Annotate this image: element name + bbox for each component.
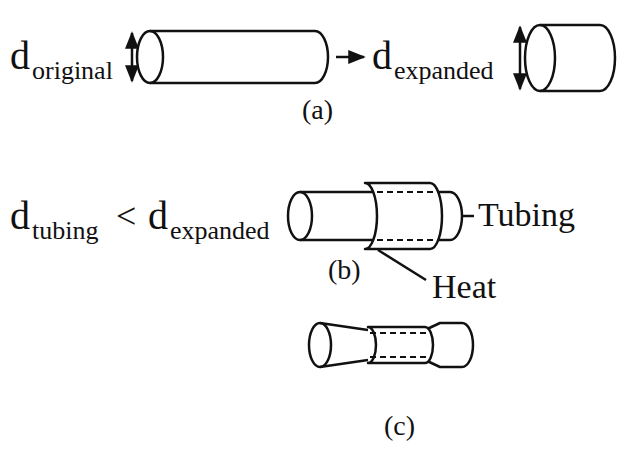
dimension-subscript: expanded <box>170 218 270 244</box>
relation-symbol: < <box>116 198 136 234</box>
cylinder-end <box>309 323 331 367</box>
dimension-symbol: d <box>10 36 30 76</box>
panel-label: (a) <box>302 96 333 124</box>
dimension-subscript: original <box>32 58 113 84</box>
hidden-line <box>367 191 438 193</box>
hidden-line <box>367 239 438 241</box>
cylinder-body <box>150 31 328 83</box>
dimension-subscript: tubing <box>32 218 98 244</box>
dimension-subscript: expanded <box>394 58 494 84</box>
cylinder-end <box>288 192 312 240</box>
dimension-symbol: d <box>372 36 392 76</box>
dimension-arrow <box>131 33 134 81</box>
transform-arrow <box>336 56 364 59</box>
cylinder-end <box>525 25 555 91</box>
hidden-line <box>370 356 430 358</box>
dimension-symbol: d <box>10 196 30 236</box>
leader-line <box>463 215 474 218</box>
shrunk-sleeve <box>368 327 433 363</box>
dimension-arrow <box>519 27 522 89</box>
cylinder-end <box>137 31 163 83</box>
part-label: Heat <box>432 270 496 304</box>
panel-label: (b) <box>328 256 361 284</box>
panel-label: (c) <box>384 412 415 440</box>
part-label: Tubing <box>478 198 575 232</box>
expanded-sleeve <box>365 183 442 249</box>
cylinder-body <box>540 25 615 91</box>
cylinder-body <box>320 323 368 367</box>
hidden-line <box>370 332 430 334</box>
leader-line <box>378 250 426 280</box>
dimension-symbol: d <box>148 196 168 236</box>
